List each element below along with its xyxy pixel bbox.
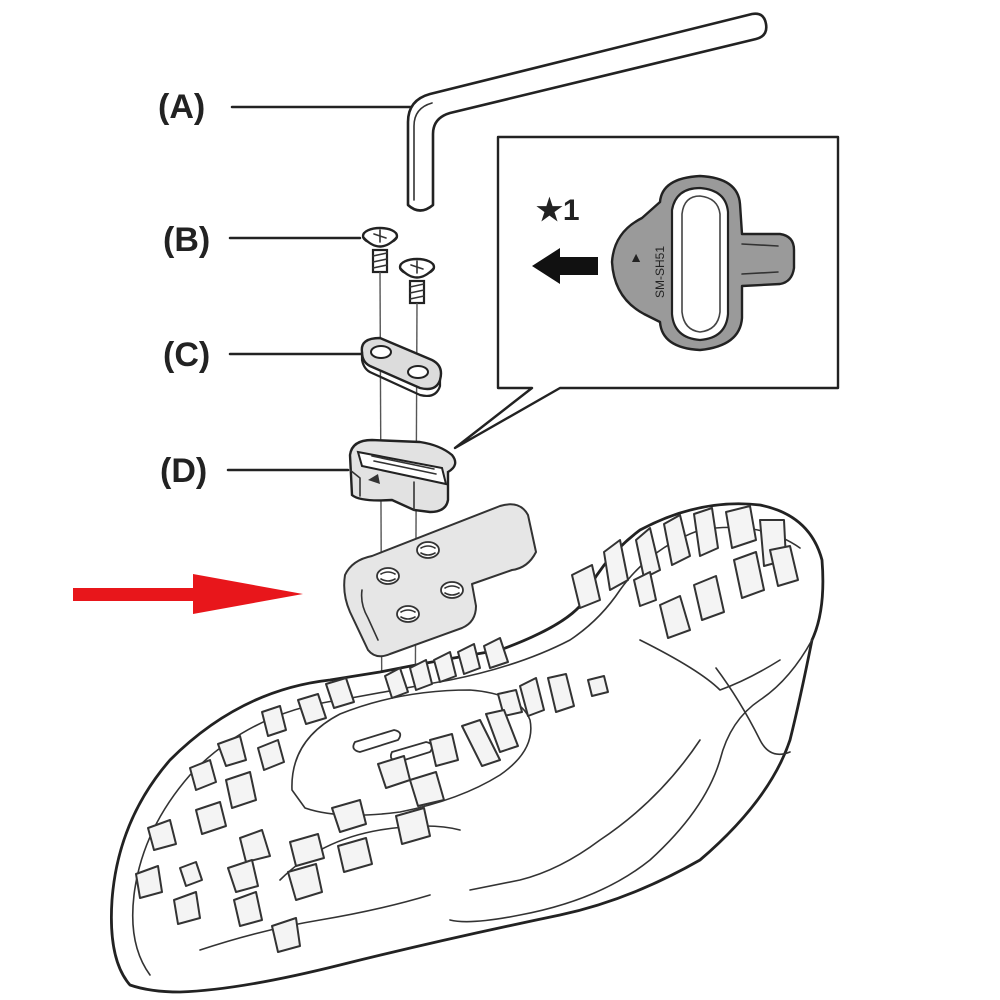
pointer-arrow-icon	[73, 574, 303, 614]
screw-left	[361, 226, 399, 274]
label-d: (D)	[160, 452, 350, 490]
label-b-text: (B)	[163, 221, 210, 259]
cleat-screws	[361, 226, 436, 305]
leader-line-a	[230, 96, 430, 109]
cleat	[348, 438, 457, 514]
shoe-sole-lugs	[135, 505, 799, 953]
inset-cleat-mark: ▲	[629, 249, 643, 265]
direction-arrow-icon	[532, 248, 598, 284]
label-b: (B)	[163, 221, 362, 259]
mounting-plate	[343, 503, 537, 658]
cleat-washer-plate	[360, 336, 443, 398]
screw-right	[398, 257, 436, 305]
cycling-shoe	[110, 502, 825, 994]
label-c: (C)	[163, 336, 364, 374]
label-a-text: (A)	[158, 88, 205, 126]
inset-cleat: ▲ SM-SH51	[610, 174, 796, 352]
label-c-text: (C)	[163, 336, 210, 374]
inset-detail: ★1 ▲ SM-SH51	[453, 135, 840, 450]
label-a: (A)	[158, 88, 430, 126]
hex-key	[406, 12, 768, 212]
label-d-text: (D)	[160, 452, 207, 490]
inset-note-text: ★1	[536, 194, 580, 227]
inset-cleat-text: SM-SH51	[653, 246, 667, 298]
